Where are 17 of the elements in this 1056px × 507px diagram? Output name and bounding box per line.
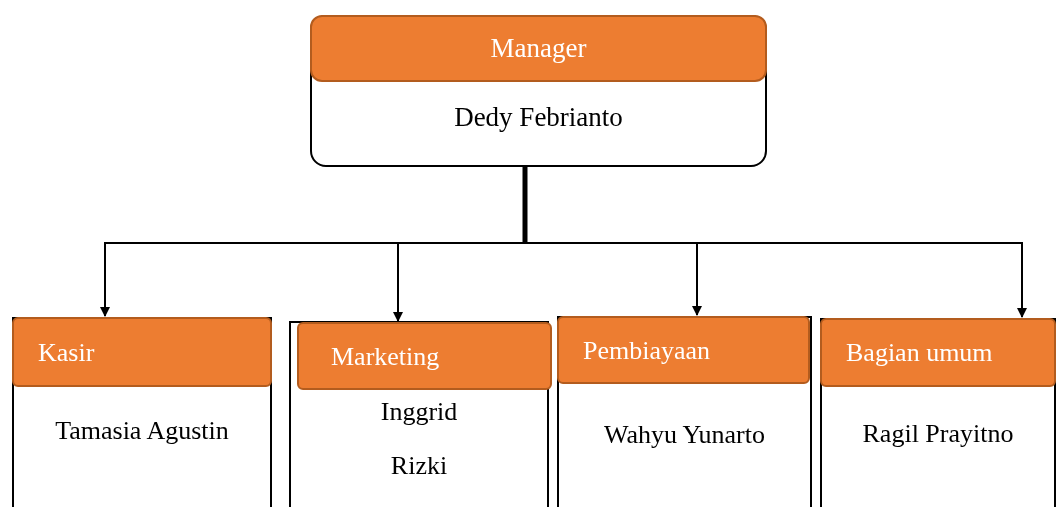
connector-trunk — [522, 167, 528, 243]
role-title: Kasir — [38, 336, 95, 369]
person-name: Inggrid — [380, 396, 458, 428]
org-box — [12, 317, 272, 507]
person-name: Dedy Febrianto — [454, 101, 623, 134]
role-title: Manager — [490, 32, 587, 66]
role-title: Marketing — [331, 340, 440, 373]
person-name: Tamasia Agustin — [55, 415, 229, 447]
org-box — [820, 318, 1056, 507]
org-box — [310, 15, 767, 167]
role-title: Bagian umum — [846, 337, 993, 369]
org-box — [557, 316, 812, 507]
org-box — [289, 321, 549, 507]
person-name: Rizki — [390, 450, 448, 482]
person-name: Wahyu Yunarto — [604, 419, 765, 451]
role-title: Pembiayaan — [583, 334, 711, 367]
person-name: Ragil Prayitno — [862, 418, 1014, 450]
